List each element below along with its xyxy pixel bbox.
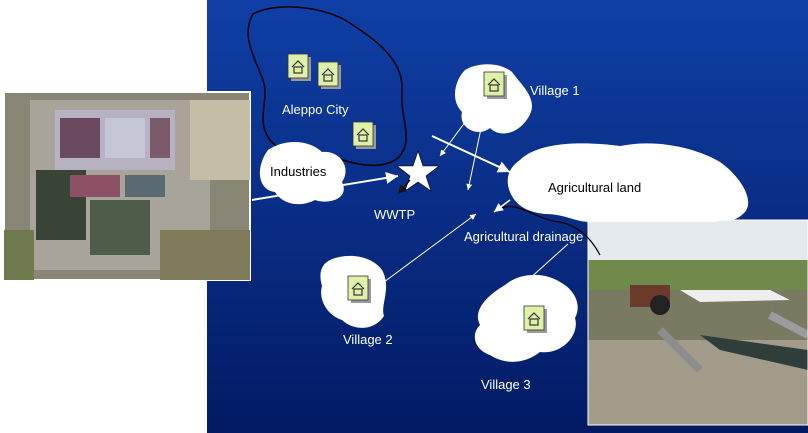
house-icon	[352, 121, 377, 150]
label-agricultural-drainage: Agricultural drainage	[464, 229, 584, 244]
house-icon	[287, 53, 312, 82]
label-wwtp: WWTP	[374, 207, 416, 222]
flow-arrow-village3-to-drainage	[527, 243, 569, 281]
house-icon	[483, 71, 508, 100]
field-photo	[587, 219, 808, 426]
flow-arrow-land-to-drainage	[493, 199, 511, 213]
aleppo-city-outline	[247, 6, 407, 167]
house-icon	[523, 305, 548, 334]
flow-arrow-industries-to-wwtp	[251, 172, 399, 201]
wwtp-star-icon	[396, 150, 440, 192]
label-village-1: Village 1	[530, 83, 580, 98]
flow-arrow-village1-to-wwtp	[439, 101, 481, 157]
flow-arrow-village1-to-drainage	[466, 104, 487, 191]
label-aleppo-city: Aleppo City	[282, 102, 349, 117]
house-icon	[347, 275, 372, 304]
agricultural-land-cloud	[507, 143, 749, 222]
agricultural-drainage-line	[497, 205, 601, 256]
label-industries: Industries	[270, 164, 327, 179]
label-village-2: Village 2	[343, 332, 393, 347]
house-icon	[317, 61, 342, 90]
flow-arrow-wwtp-to-land	[431, 135, 511, 173]
label-village-3: Village 3	[481, 377, 531, 392]
flow-arrow-wwtp-to-discharge	[397, 179, 411, 195]
satellite-photo	[3, 91, 251, 281]
label-agricultural-land: Agricultural land	[548, 180, 642, 195]
flow-arrow-village2-to-drainage	[379, 213, 477, 286]
